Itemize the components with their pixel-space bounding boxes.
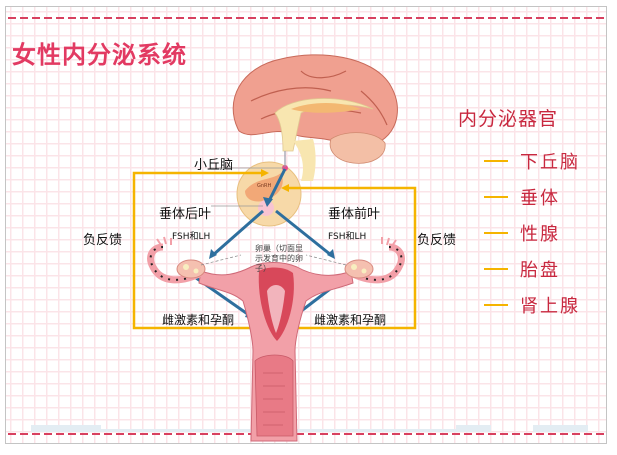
organ-item-hypothalamus: 下丘脑 [484,143,580,179]
ovary-note-line3: 子） [255,264,271,273]
label-fsh-lh-right: FSH和LH [328,232,367,242]
top-dashed-border [8,17,604,19]
bullet-line-icon [484,268,508,270]
label-estrogen-progesterone-right: 雌激素和孕酮 [314,313,387,327]
page-title: 女性内分泌系统 [12,41,187,69]
pituitary-closeup: GnRH [211,151,302,227]
label-anterior-pituitary: 垂体前叶 [328,207,381,222]
label-posterior-pituitary: 垂体后叶 [159,207,212,222]
ovary-note-line2: 示发育中的卵 [255,254,303,263]
bullet-line-icon [484,232,508,234]
left-ovary-tube [147,236,206,284]
organs-heading: 内分泌器官 [458,108,559,130]
organ-item-adrenal: 肾上腺 [484,287,580,323]
gnrh-label: GnRH [257,183,272,189]
diagram-frame: GnRH [5,6,607,444]
bottom-dashed-border [8,433,604,435]
organ-item-pituitary: 垂体 [484,179,580,215]
label-hypothalamus: 小丘脑 [194,158,234,173]
organ-item-gonads: 性腺 [484,215,580,251]
anatomy-illustration: GnRH [132,54,417,442]
feedback-lines [132,171,417,330]
uterus-illustration [198,262,354,442]
ovary-note-line1: 卵巢（切面显 [255,244,303,253]
bullet-line-icon [484,304,508,306]
right-ovary-tube [344,237,405,284]
label-estrogen-progesterone-left: 雌激素和孕酮 [162,313,235,327]
bullet-line-icon [484,196,508,198]
label-negative-feedback-left: 负反馈 [83,233,123,248]
brain-illustration [232,54,398,181]
organ-list: 下丘脑 垂体 性腺 胎盘 肾上腺 [484,143,580,323]
label-negative-feedback-right: 负反馈 [417,233,457,248]
bullet-line-icon [484,160,508,162]
decor-bar [31,425,101,432]
decor-bar [533,425,588,432]
organ-item-placenta: 胎盘 [484,251,580,287]
decor-bar [456,425,491,432]
label-fsh-lh-left: FSH和LH [172,232,211,242]
